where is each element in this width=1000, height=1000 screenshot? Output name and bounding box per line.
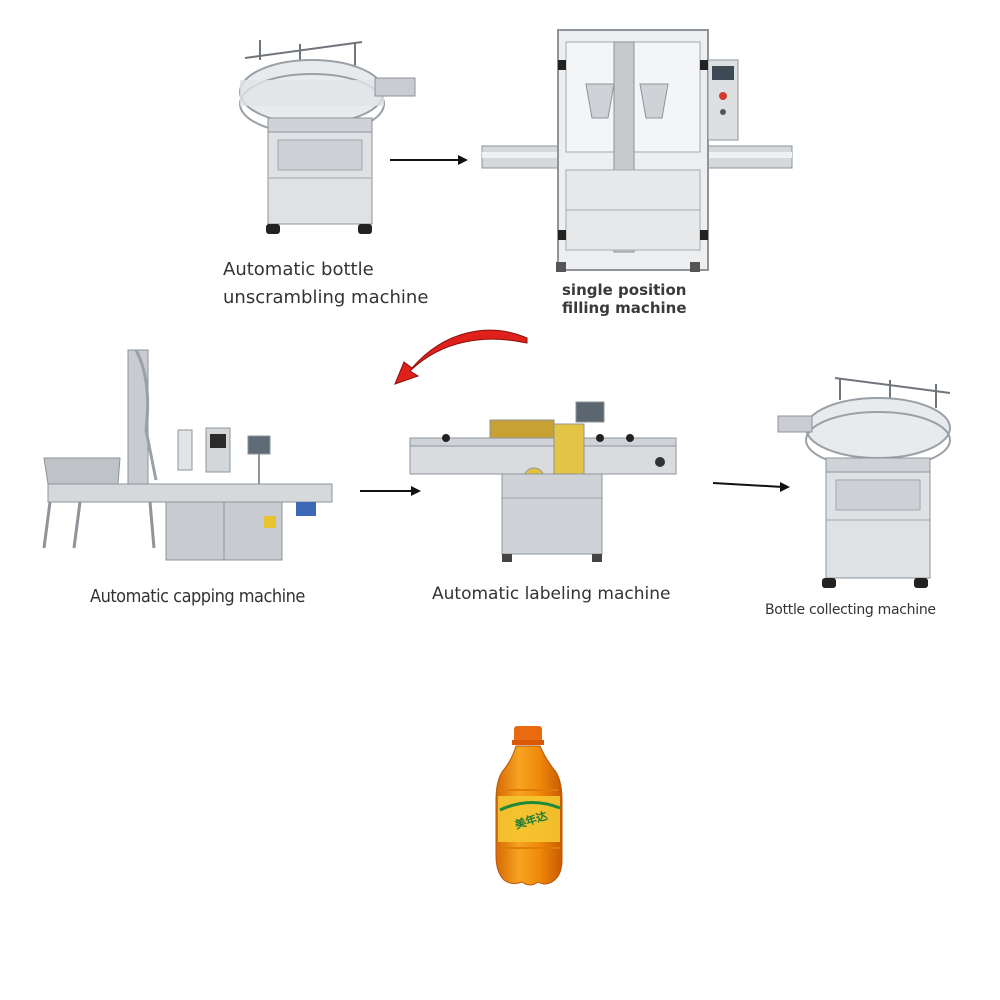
- step-label-filler-line-1: single position: [562, 281, 687, 299]
- step-label-filler: single position filling machine: [562, 281, 687, 317]
- step-label-labeler: Automatic labeling machine: [432, 584, 671, 604]
- step-label-unscrambler-line-2: unscrambling machine: [223, 287, 429, 308]
- step-label-filler-line-2: filling machine: [562, 299, 687, 317]
- step-label-unscrambler: Automatic bottle unscrambling machine: [223, 256, 428, 312]
- step-label-collector: Bottle collecting machine: [765, 602, 936, 618]
- step-label-unscrambler-line-1: Automatic bottle: [223, 259, 374, 280]
- product-bottle-label-text: 美年达: [513, 809, 549, 832]
- step-label-capper: Automatic capping machine: [90, 586, 305, 607]
